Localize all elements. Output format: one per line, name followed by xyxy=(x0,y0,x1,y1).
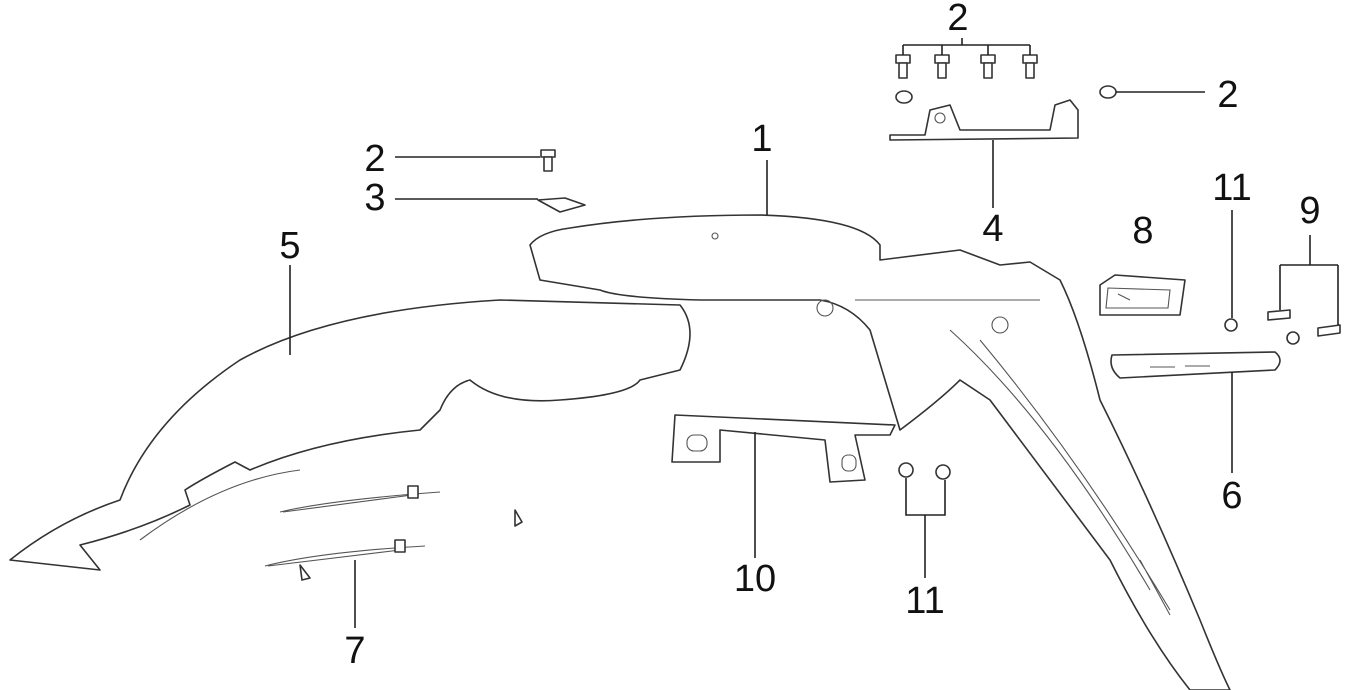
part-10-lower-bracket xyxy=(671,414,896,483)
callout-4-bracket: 4 xyxy=(982,208,1003,250)
right-hardware xyxy=(1224,309,1341,345)
part-3-clip xyxy=(537,197,586,213)
callout-10-lower-bracket: 10 xyxy=(734,558,776,600)
part-11-nut xyxy=(898,462,914,478)
top-bolts xyxy=(895,54,1117,104)
leader-lines xyxy=(289,38,1339,628)
part-2-bolt-shank xyxy=(543,156,553,172)
callout-9-bolts: 9 xyxy=(1299,190,1320,232)
callout-11-right-nuts: 11 xyxy=(1212,167,1251,209)
part-5-inner-fender xyxy=(9,299,691,571)
part-4-top-bracket xyxy=(889,99,1079,141)
part-6-plate-bracket xyxy=(1110,351,1281,379)
callout-1-rear-fender: 1 xyxy=(751,118,772,160)
callout-2-right-nut: 2 xyxy=(1217,74,1238,116)
part-11-nut xyxy=(935,464,951,480)
part-7-cable-ties xyxy=(264,485,523,581)
callout-2-top-bolts: 2 xyxy=(947,0,968,39)
callout-8-reflector: 8 xyxy=(1132,210,1153,252)
part-2-bolt xyxy=(540,149,556,158)
callout-3-clip: 3 xyxy=(364,177,385,219)
callout-5-fender: 5 xyxy=(279,225,300,267)
callout-2-left-bolt: 2 xyxy=(364,138,385,180)
callout-11-lower-nuts: 11 xyxy=(905,580,944,622)
callout-7-cable-ties: 7 xyxy=(344,630,365,672)
part-1-rear-fender xyxy=(529,214,1231,690)
callout-6-plate-bracket: 6 xyxy=(1221,475,1242,517)
part-8-reflector xyxy=(1099,274,1186,316)
